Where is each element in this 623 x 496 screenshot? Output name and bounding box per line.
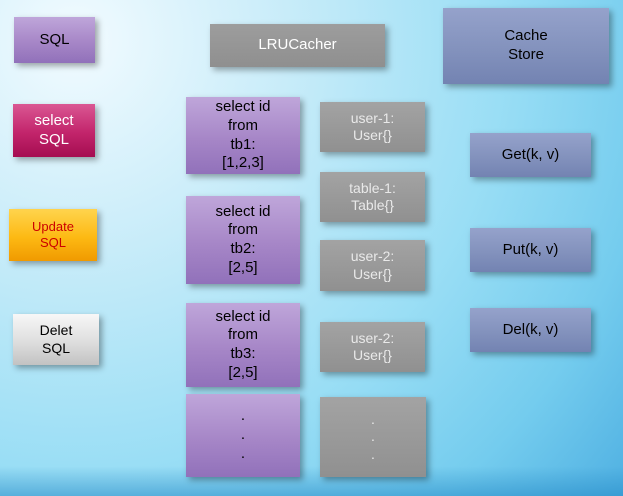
query-more-box: . . . — [186, 394, 300, 477]
lrucacher-box: LRUCacher — [210, 24, 385, 67]
select-sql-box: select SQL — [13, 104, 95, 157]
cache-entry-user2b-box: user-2: User{} — [320, 322, 425, 372]
del-operation-box: Del(k, v) — [470, 308, 591, 352]
update-sql-box: Update SQL — [9, 209, 97, 261]
cache-entry-more-box: . . . — [320, 397, 426, 477]
cache-entry-user2-box: user-2: User{} — [320, 240, 425, 291]
cache-entry-user1-box: user-1: User{} — [320, 102, 425, 152]
cache-store-box: Cache Store — [443, 8, 609, 84]
get-operation-box: Get(k, v) — [470, 133, 591, 177]
cache-entry-table1-box: table-1: Table{} — [320, 172, 425, 222]
sql-box: SQL — [14, 17, 95, 63]
query-tb3-box: select id from tb3: [2,5] — [186, 303, 300, 387]
delete-sql-box: Delet SQL — [13, 314, 99, 365]
query-tb2-box: select id from tb2: [2,5] — [186, 196, 300, 284]
query-tb1-box: select id from tb1: [1,2,3] — [186, 97, 300, 174]
put-operation-box: Put(k, v) — [470, 228, 591, 272]
